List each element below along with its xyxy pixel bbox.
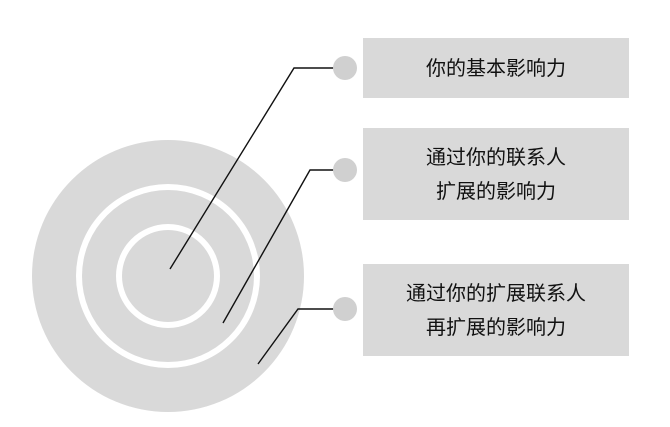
inner-circle [122, 230, 214, 322]
label-extended-contacts-influence-text: 通过你的扩展联系人 再扩展的影响力 [406, 281, 586, 339]
leader-line-3 [257, 308, 344, 365]
label-contacts-influence: 通过你的联系人 扩展的影响力 [363, 128, 629, 220]
label-box-bg-3 [363, 264, 629, 356]
label-basic-influence-text: 你的基本影响力 [426, 56, 566, 80]
label-basic-influence: 你的基本影响力 [363, 38, 629, 98]
leader-line-2 [222, 169, 344, 324]
label-box-bg-2 [363, 128, 629, 220]
label-extended-contacts-influence: 通过你的扩展联系人 再扩展的影响力 [363, 264, 629, 356]
connector-dot-3 [333, 297, 357, 321]
connector-dot-1 [333, 56, 357, 80]
label-box-bg-1 [363, 38, 629, 98]
connector-dot-2 [333, 158, 357, 182]
leader-line-1 [169, 67, 344, 270]
label-contacts-influence-text: 通过你的联系人 扩展的影响力 [426, 145, 566, 203]
